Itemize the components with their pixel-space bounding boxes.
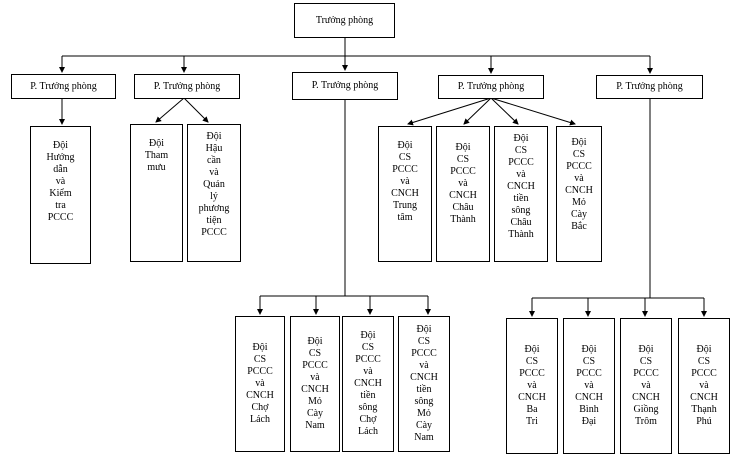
unit-trung-tam: Đội CS PCCC và CNCH Trung tâm xyxy=(378,126,432,262)
unit-label: Đội CS PCCC và CNCH Mỏ Cày Nam xyxy=(301,336,329,431)
unit-label: Đội CS PCCC và CNCH Ba Tri xyxy=(518,344,546,427)
unit-label: Đội CS PCCC và CNCH Thạnh Phú xyxy=(690,344,718,427)
deputy-label: P. Trưởng phòng xyxy=(311,80,379,91)
unit-binh-dai: Đội CS PCCC và CNCH Bình Đại xyxy=(563,318,615,454)
unit-label: Đội CS PCCC và CNCH Trung tâm xyxy=(391,140,419,223)
deputy-label: P. Trưởng phòng xyxy=(457,81,525,92)
unit-tien-song-chau-thanh: Đội CS PCCC và CNCH tiền sông Châu Thành xyxy=(494,126,548,262)
unit-hau-can: Đội Hậu cần và Quản lý phương tiện PCCC xyxy=(187,124,241,262)
root-node: Trưởng phòng xyxy=(294,3,395,38)
deputy-node-3: P. Trưởng phòng xyxy=(292,72,398,100)
unit-label: Đội CS PCCC và CNCH Châu Thành xyxy=(449,142,477,225)
unit-giong-trom: Đội CS PCCC và CNCH Giồng Trôm xyxy=(620,318,672,454)
unit-label: Đội CS PCCC và CNCH Chợ Lách xyxy=(246,342,274,425)
unit-chau-thanh: Đội CS PCCC và CNCH Châu Thành xyxy=(436,126,490,262)
unit-ba-tri: Đội CS PCCC và CNCH Ba Tri xyxy=(506,318,558,454)
unit-cho-lach: Đội CS PCCC và CNCH Chợ Lách xyxy=(235,316,285,452)
root-label: Trưởng phòng xyxy=(315,14,374,26)
deputy-node-1: P. Trưởng phòng xyxy=(11,74,116,99)
unit-label: Đội CS PCCC và CNCH tiền sông Chợ Lách xyxy=(354,330,382,437)
unit-tien-song-mo-cay-nam: Đội CS PCCC và CNCH tiền sông Mỏ Cày Nam xyxy=(398,316,450,452)
unit-label: Đội Hướng dẫn và Kiểm tra PCCC xyxy=(46,140,75,223)
unit-tham-muu: Đội Tham mưu xyxy=(130,124,183,262)
unit-label: Đội CS PCCC và CNCH Bình Đại xyxy=(575,344,603,427)
unit-label: Đội CS PCCC và CNCH Mỏ Cày Bắc xyxy=(565,137,593,232)
unit-mo-cay-nam: Đội CS PCCC và CNCH Mỏ Cày Nam xyxy=(290,316,340,452)
unit-label: Đội Tham mưu xyxy=(144,138,169,173)
unit-label: Đội CS PCCC và CNCH tiền sông Châu Thành xyxy=(507,133,535,240)
unit-label: Đội Hậu cần và Quản lý phương tiện PCCC xyxy=(198,131,230,238)
deputy-node-4: P. Trưởng phòng xyxy=(438,75,544,99)
deputy-label: P. Trưởng phòng xyxy=(30,80,97,92)
unit-label: Đội CS PCCC và CNCH tiền sông Mỏ Cày Nam xyxy=(410,324,438,443)
deputy-label: P. Trưởng phòng xyxy=(616,81,683,92)
unit-mo-cay-bac: Đội CS PCCC và CNCH Mỏ Cày Bắc xyxy=(556,126,602,262)
deputy-label: P. Trưởng phòng xyxy=(153,80,221,92)
unit-tien-song-cho-lach: Đội CS PCCC và CNCH tiền sông Chợ Lách xyxy=(342,316,394,452)
deputy-node-2: P. Trưởng phòng xyxy=(134,74,240,99)
deputy-node-5: P. Trưởng phòng xyxy=(596,75,703,99)
unit-thanh-phu: Đội CS PCCC và CNCH Thạnh Phú xyxy=(678,318,730,454)
unit-huong-dan-kiem-tra: Đội Hướng dẫn và Kiểm tra PCCC xyxy=(30,126,91,264)
unit-label: Đội CS PCCC và CNCH Giồng Trôm xyxy=(632,344,660,427)
